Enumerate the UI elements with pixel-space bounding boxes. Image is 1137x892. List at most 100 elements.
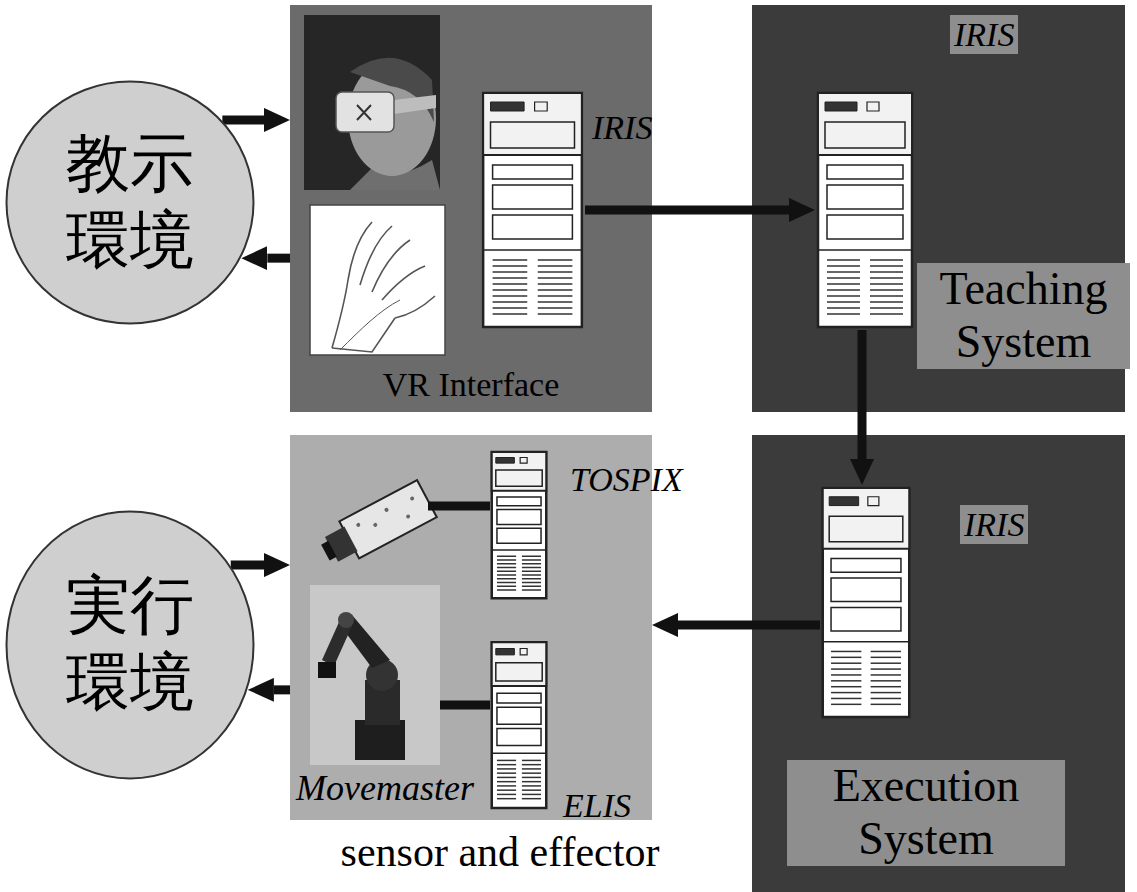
computer-vent bbox=[871, 662, 901, 664]
computer-button bbox=[520, 458, 527, 464]
computer-vent bbox=[522, 589, 541, 591]
computer-vent bbox=[522, 785, 541, 787]
computer-vent bbox=[871, 686, 901, 688]
panel-heading: Execution System bbox=[787, 760, 1065, 866]
computer-vent bbox=[831, 674, 861, 676]
computer-case bbox=[823, 488, 909, 717]
glove-line bbox=[348, 222, 372, 280]
robot-cable bbox=[440, 701, 490, 710]
computer-vent bbox=[871, 674, 901, 676]
computer-vent bbox=[827, 313, 860, 315]
photo-ground bbox=[304, 15, 440, 190]
computer-vent bbox=[497, 574, 516, 576]
computer-panel bbox=[829, 516, 903, 541]
computer-vent bbox=[871, 704, 901, 706]
arrow-connector bbox=[267, 254, 290, 263]
glove-line bbox=[360, 226, 392, 285]
computer-vent bbox=[538, 307, 573, 309]
camera-lens-tip bbox=[321, 541, 337, 561]
robot-gripper bbox=[318, 662, 336, 678]
hmd-photo bbox=[304, 15, 440, 190]
computer-drive bbox=[493, 185, 573, 209]
computer-vent bbox=[522, 559, 541, 561]
computer-vent bbox=[497, 589, 516, 591]
computer-vent bbox=[827, 295, 860, 297]
computer-vent bbox=[522, 582, 541, 584]
computer-vent bbox=[870, 265, 903, 267]
computer-button bbox=[520, 649, 527, 655]
computer-label: TOSPIX bbox=[570, 460, 683, 499]
ellipse-outline bbox=[5, 510, 255, 780]
computer-vent bbox=[497, 772, 516, 774]
computer-divider bbox=[823, 641, 909, 643]
computer-vent bbox=[871, 657, 901, 659]
glove-line bbox=[382, 266, 425, 300]
computer-vent bbox=[827, 283, 860, 285]
robot-base bbox=[355, 720, 405, 760]
computer-vent bbox=[497, 582, 516, 584]
computer-vent bbox=[871, 651, 901, 653]
environment-ellipse: 実行 環境 bbox=[5, 510, 255, 780]
computer-vent bbox=[497, 777, 516, 779]
computer-vent bbox=[870, 277, 903, 279]
computer-vent bbox=[538, 313, 573, 315]
computer-case bbox=[492, 642, 547, 808]
sketch-frame bbox=[310, 205, 445, 355]
computer-vent bbox=[497, 798, 516, 800]
computer-vent bbox=[493, 283, 528, 285]
environment-label: 実行 環境 bbox=[60, 568, 201, 722]
computer-panel bbox=[491, 122, 575, 148]
arrow-connector bbox=[858, 330, 867, 459]
computer-vent bbox=[493, 289, 528, 291]
robot-photo-ground bbox=[310, 585, 440, 765]
computer-vent bbox=[497, 571, 516, 573]
computer-vent bbox=[497, 586, 516, 588]
computer-vent bbox=[538, 289, 573, 291]
computer-label: ELIS bbox=[563, 786, 631, 825]
computer-vent bbox=[831, 692, 861, 694]
arrow-connector bbox=[585, 206, 789, 215]
glove-sketch bbox=[310, 205, 445, 355]
computer-label: IRIS bbox=[960, 505, 1028, 544]
computer-panel bbox=[825, 122, 905, 148]
computer-divider bbox=[492, 549, 547, 551]
computer-button bbox=[535, 102, 548, 111]
camera-dot bbox=[409, 496, 414, 501]
computer-drive bbox=[497, 528, 541, 543]
computer-vent bbox=[493, 301, 528, 303]
computer-drive bbox=[497, 693, 541, 703]
computer-vent bbox=[831, 657, 861, 659]
computer-vent bbox=[522, 563, 541, 565]
computer-vent bbox=[831, 704, 861, 706]
computer-vent bbox=[497, 781, 516, 783]
computer-case bbox=[818, 93, 912, 327]
computer-display bbox=[825, 102, 857, 111]
glove-line bbox=[332, 280, 348, 348]
computer-vent bbox=[538, 265, 573, 267]
computer-vent bbox=[493, 295, 528, 297]
computer-drive bbox=[497, 497, 541, 506]
computer-vent bbox=[522, 571, 541, 573]
computer-vent bbox=[522, 764, 541, 766]
computer-divider bbox=[483, 249, 582, 251]
system-panel: Execution System IRIS bbox=[752, 435, 1125, 892]
computer-vent bbox=[493, 307, 528, 309]
computer-vent bbox=[870, 289, 903, 291]
computer-drive bbox=[497, 707, 541, 724]
camera-cable bbox=[428, 502, 490, 511]
computer-vent bbox=[522, 772, 541, 774]
computer-vent bbox=[538, 283, 573, 285]
computer-vent bbox=[493, 271, 528, 273]
computer-vent bbox=[538, 277, 573, 279]
computer-vent bbox=[827, 289, 860, 291]
camera-dot bbox=[373, 522, 378, 527]
computer-drive bbox=[831, 578, 901, 602]
computer-drawing bbox=[490, 450, 548, 600]
computer-vent bbox=[831, 698, 861, 700]
environment-ellipse-shape bbox=[7, 82, 254, 324]
computer-top-unit bbox=[492, 452, 547, 491]
computer-vent bbox=[827, 277, 860, 279]
arrow-connector bbox=[678, 621, 820, 630]
computer-vent bbox=[522, 798, 541, 800]
computer-vent bbox=[493, 277, 528, 279]
